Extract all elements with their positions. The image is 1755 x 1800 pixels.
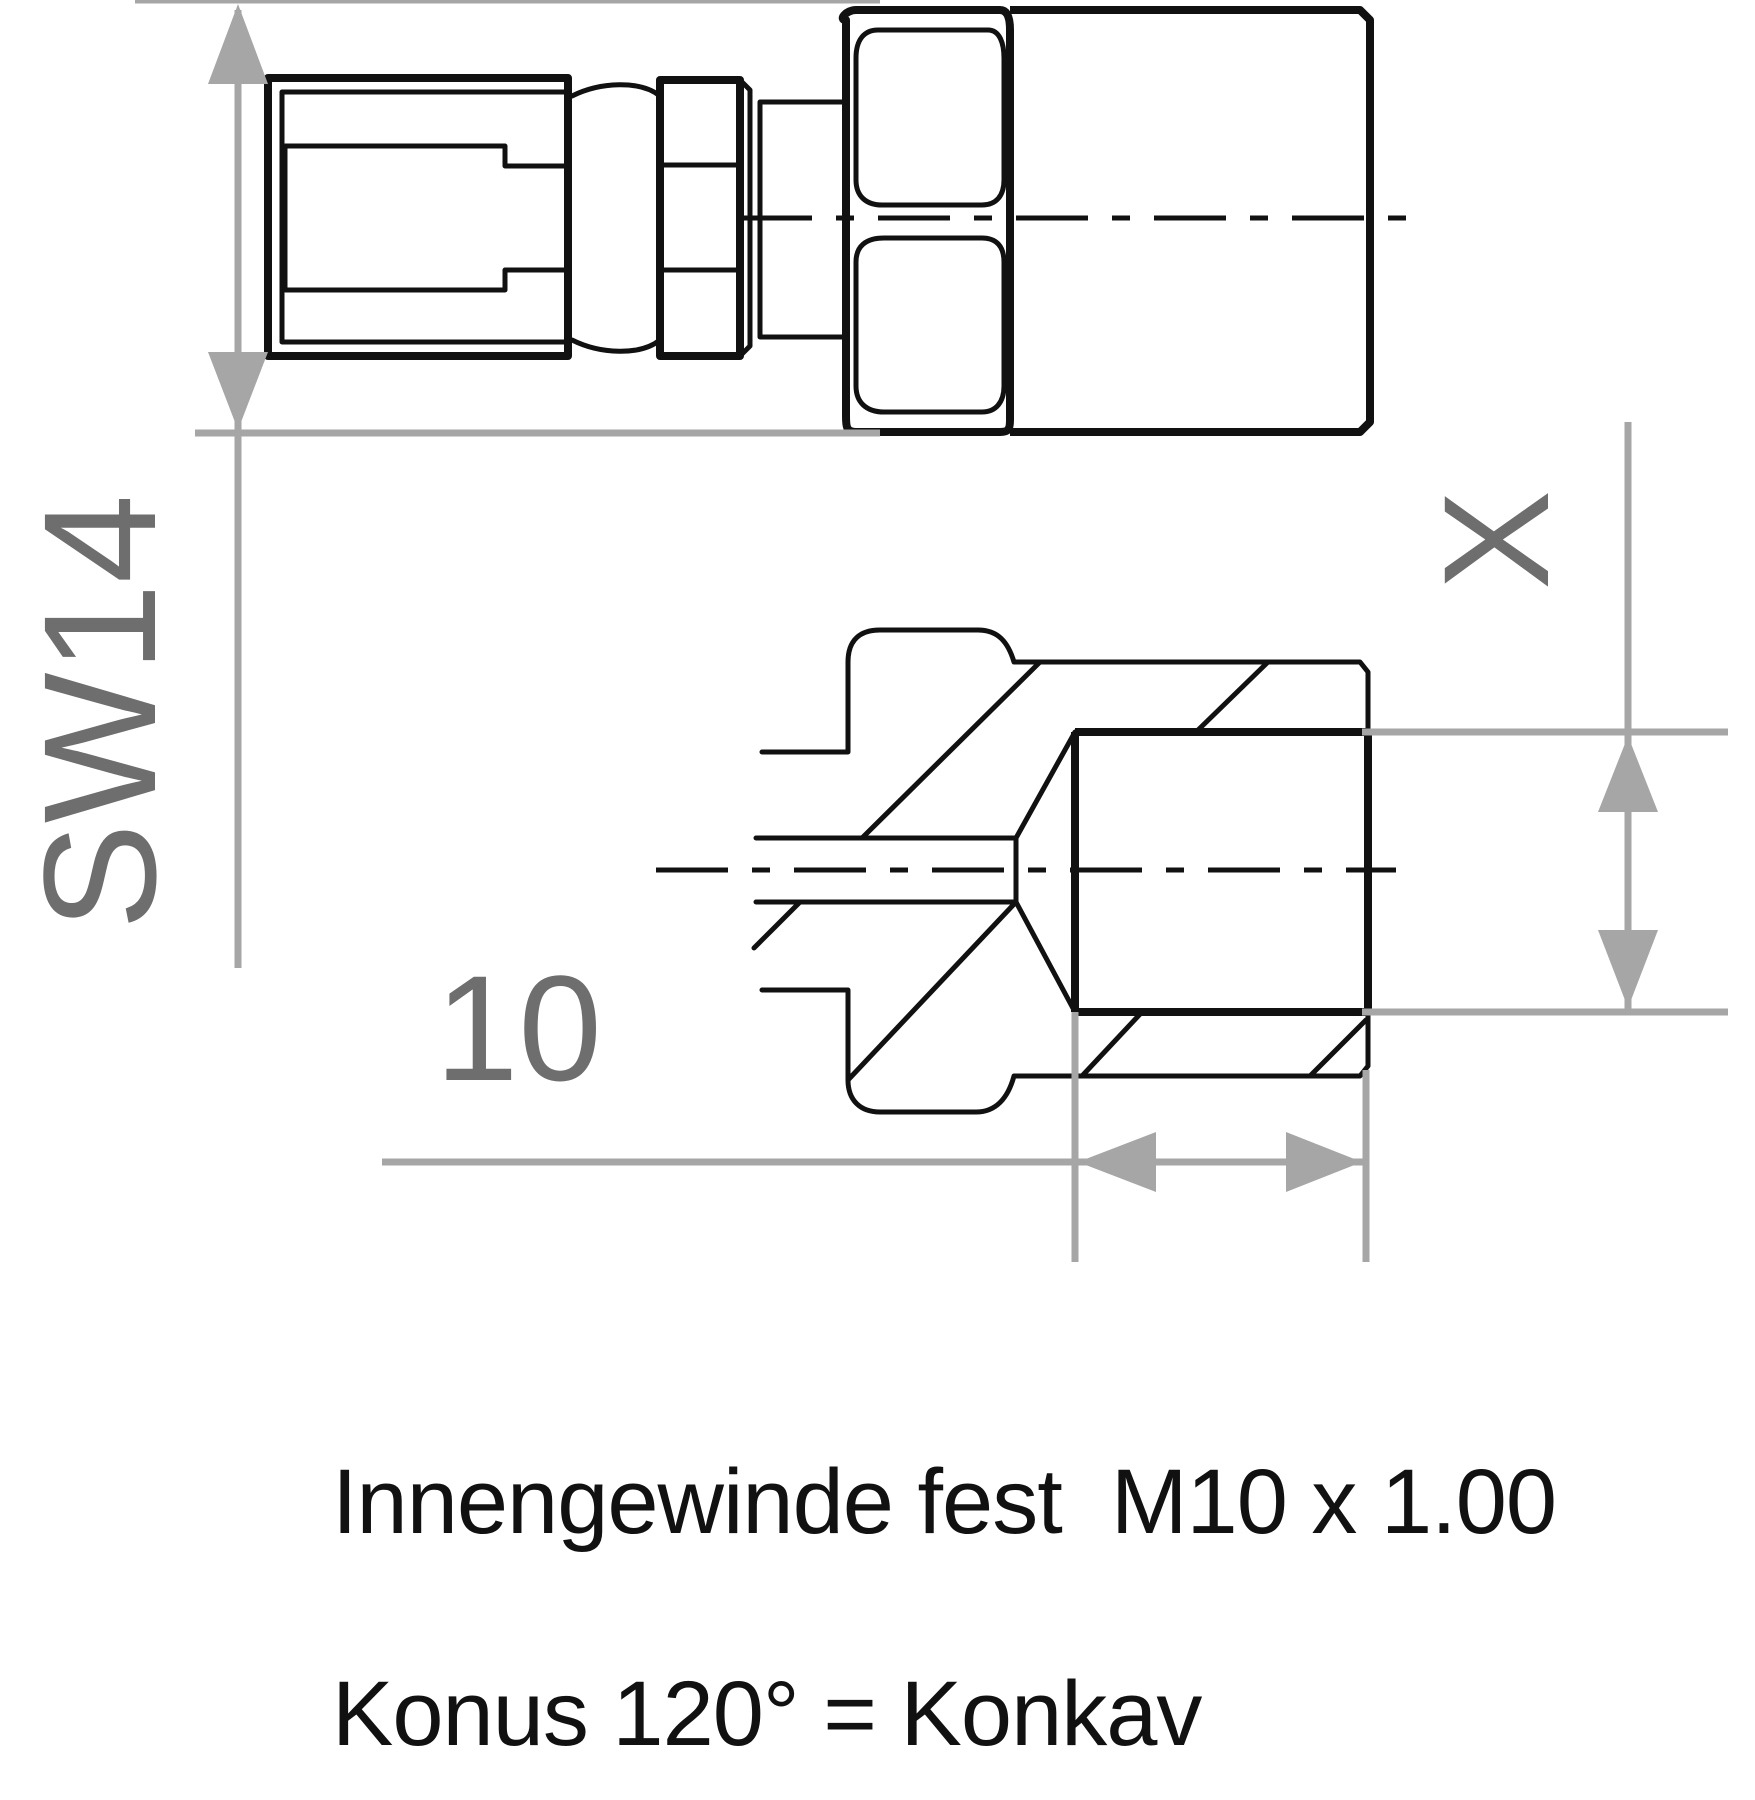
hex-flat-lower xyxy=(853,235,1007,415)
arrow-left xyxy=(1078,1132,1156,1192)
hex-nut xyxy=(838,6,1014,436)
arrow-up xyxy=(208,4,268,84)
cone-120 xyxy=(1013,729,1078,1015)
arrow-down xyxy=(208,352,268,430)
thread-spec-caption: Innengewinde fest M10 x 1.00 xyxy=(332,1450,1557,1555)
section-thread-bore xyxy=(1071,728,1372,1016)
x-arrow-down xyxy=(1598,930,1658,1008)
fitting-side-view xyxy=(264,6,1418,436)
length-dimension: 10 xyxy=(382,944,1370,1262)
hatch-lines xyxy=(751,659,1369,1083)
hose-body-inner-top xyxy=(279,89,571,345)
sw14-dimension: SW14 xyxy=(10,0,880,968)
x-arrow-up xyxy=(1598,736,1658,812)
x-label: X xyxy=(1412,490,1580,590)
hose-bore xyxy=(282,143,571,293)
adapter-body xyxy=(1010,6,1374,436)
length-label: 10 xyxy=(435,944,602,1112)
arrow-right xyxy=(1286,1132,1362,1192)
fitting-waist xyxy=(569,82,663,354)
x-dimension: X xyxy=(1362,422,1728,1016)
thread-spec-text: Innengewinde fest M10 x 1.00 xyxy=(332,1451,1557,1553)
hex-flat-upper xyxy=(853,27,1007,208)
cone-spec-caption: Konus 120° = Konkav xyxy=(332,1662,1202,1767)
cone-spec-text: Konus 120° = Konkav xyxy=(332,1663,1202,1765)
fitting-section-view xyxy=(656,627,1396,1115)
sw14-label: SW14 xyxy=(10,494,189,930)
hose-body-outline xyxy=(264,74,572,360)
fitting-collar xyxy=(656,76,744,360)
